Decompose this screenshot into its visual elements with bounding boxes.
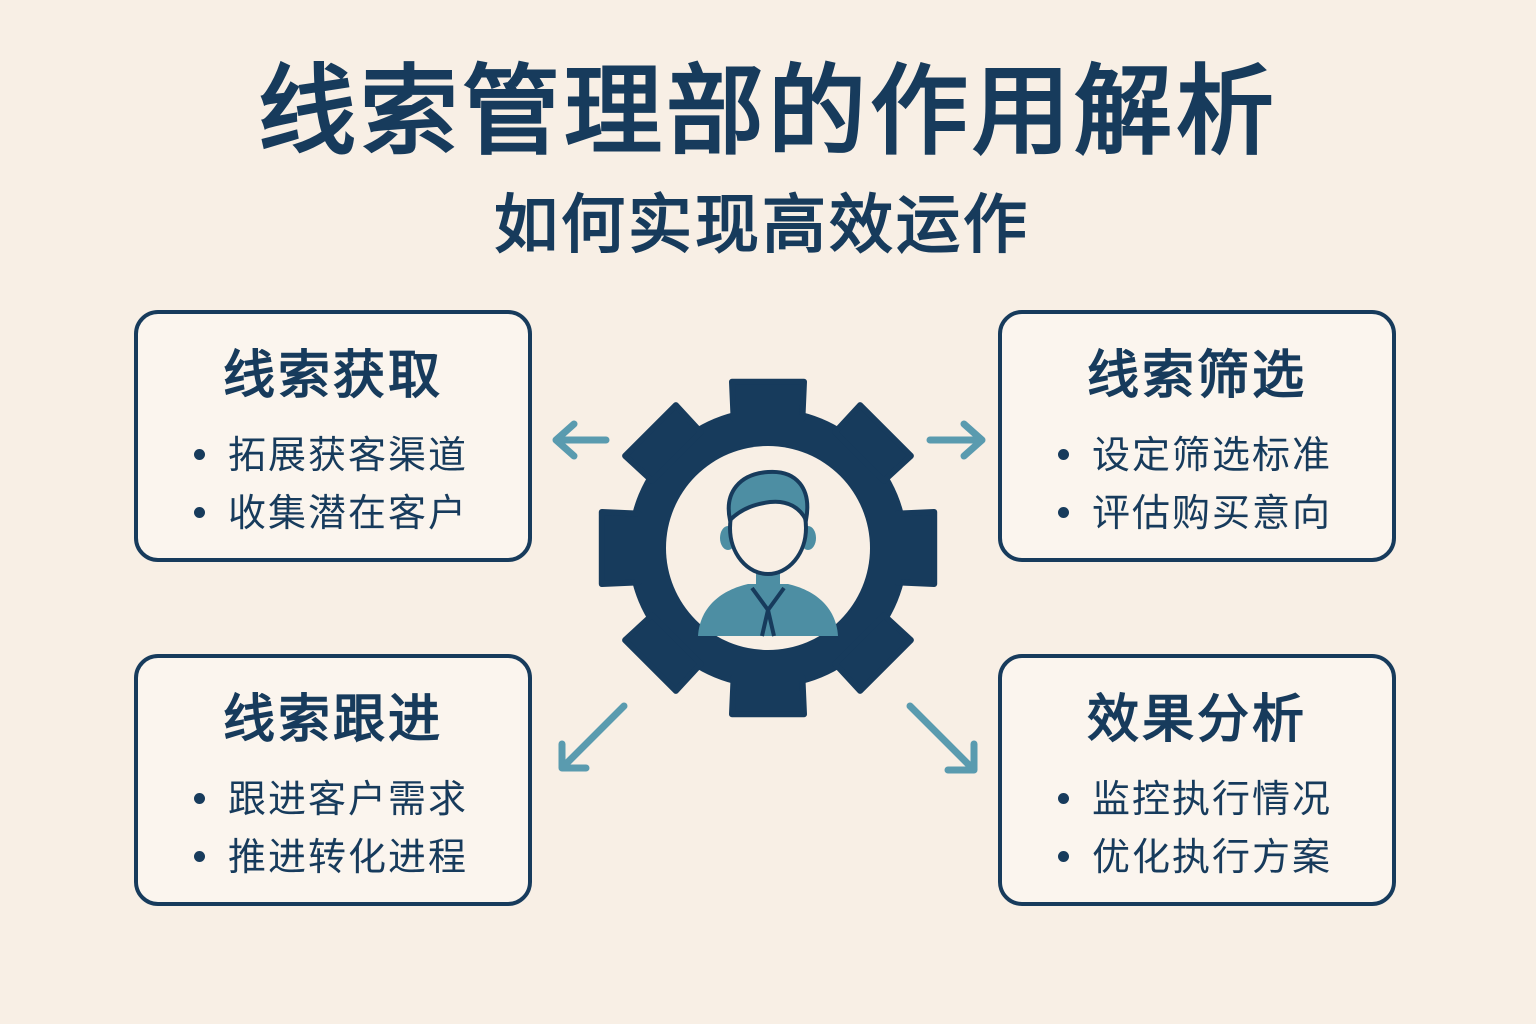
arrow-left-icon: [552, 420, 610, 460]
gear-tooth: [598, 509, 642, 587]
card-list: 拓展获客渠道 收集潜在客户: [194, 426, 468, 542]
list-item: 优化执行方案: [1058, 828, 1332, 886]
list-item-text: 监控执行情况: [1092, 777, 1333, 821]
gear-tooth: [729, 674, 807, 718]
arrow-down-left-icon: [558, 702, 628, 772]
bullet-dot: [1058, 851, 1069, 862]
bullet-dot: [194, 793, 205, 804]
card-list: 跟进客户需求 推进转化进程: [194, 770, 468, 886]
list-item: 推进转化进程: [194, 828, 468, 886]
card-title: 线索跟进: [222, 690, 443, 750]
card-lead-screening: 线索筛选 设定筛选标准 评估购买意向: [998, 310, 1396, 562]
list-item-text: 设定筛选标准: [1092, 433, 1333, 477]
bullet-dot: [1058, 507, 1069, 518]
bullet-dot: [1058, 449, 1069, 460]
bullet-dot: [194, 507, 205, 518]
list-item-text: 推进转化进程: [228, 835, 469, 879]
page-title: 线索管理部的作用解析: [257, 55, 1278, 169]
card-title: 线索筛选: [1086, 346, 1307, 406]
card-list: 设定筛选标准 评估购买意向: [1058, 426, 1332, 542]
list-item: 设定筛选标准: [1058, 426, 1332, 484]
gear-tooth: [622, 402, 704, 484]
person-icon: [698, 469, 838, 637]
list-item: 拓展获客渠道: [194, 426, 468, 484]
list-item-text: 评估购买意向: [1092, 491, 1333, 535]
list-item-text: 收集潜在客户: [228, 491, 469, 535]
arrow-down-right-icon: [906, 702, 978, 774]
list-item: 监控执行情况: [1058, 770, 1332, 828]
gear-tooth: [622, 612, 704, 694]
list-item: 收集潜在客户: [194, 484, 468, 542]
list-item-text: 优化执行方案: [1092, 835, 1333, 879]
list-item: 跟进客户需求: [194, 770, 468, 828]
bullet-dot: [194, 449, 205, 460]
card-title: 线索获取: [222, 346, 443, 406]
gear-tooth: [832, 612, 914, 694]
arrow-right-icon: [926, 420, 986, 460]
gear-tooth: [894, 509, 938, 587]
list-item-text: 拓展获客渠道: [228, 433, 469, 477]
bullet-dot: [194, 851, 205, 862]
list-item-text: 跟进客户需求: [228, 777, 469, 821]
gear-tooth: [832, 402, 914, 484]
list-item: 评估购买意向: [1058, 484, 1332, 542]
card-lead-followup: 线索跟进 跟进客户需求 推进转化进程: [134, 654, 532, 906]
card-effect-analysis: 效果分析 监控执行情况 优化执行方案: [998, 654, 1396, 906]
gear-with-person-icon: [598, 378, 938, 718]
page-subtitle: 如何实现高效运作: [494, 189, 1030, 263]
card-title: 效果分析: [1086, 690, 1307, 750]
card-list: 监控执行情况 优化执行方案: [1058, 770, 1332, 886]
gear-tooth: [729, 378, 807, 422]
card-lead-acquisition: 线索获取 拓展获客渠道 收集潜在客户: [134, 310, 532, 562]
bullet-dot: [1058, 793, 1069, 804]
